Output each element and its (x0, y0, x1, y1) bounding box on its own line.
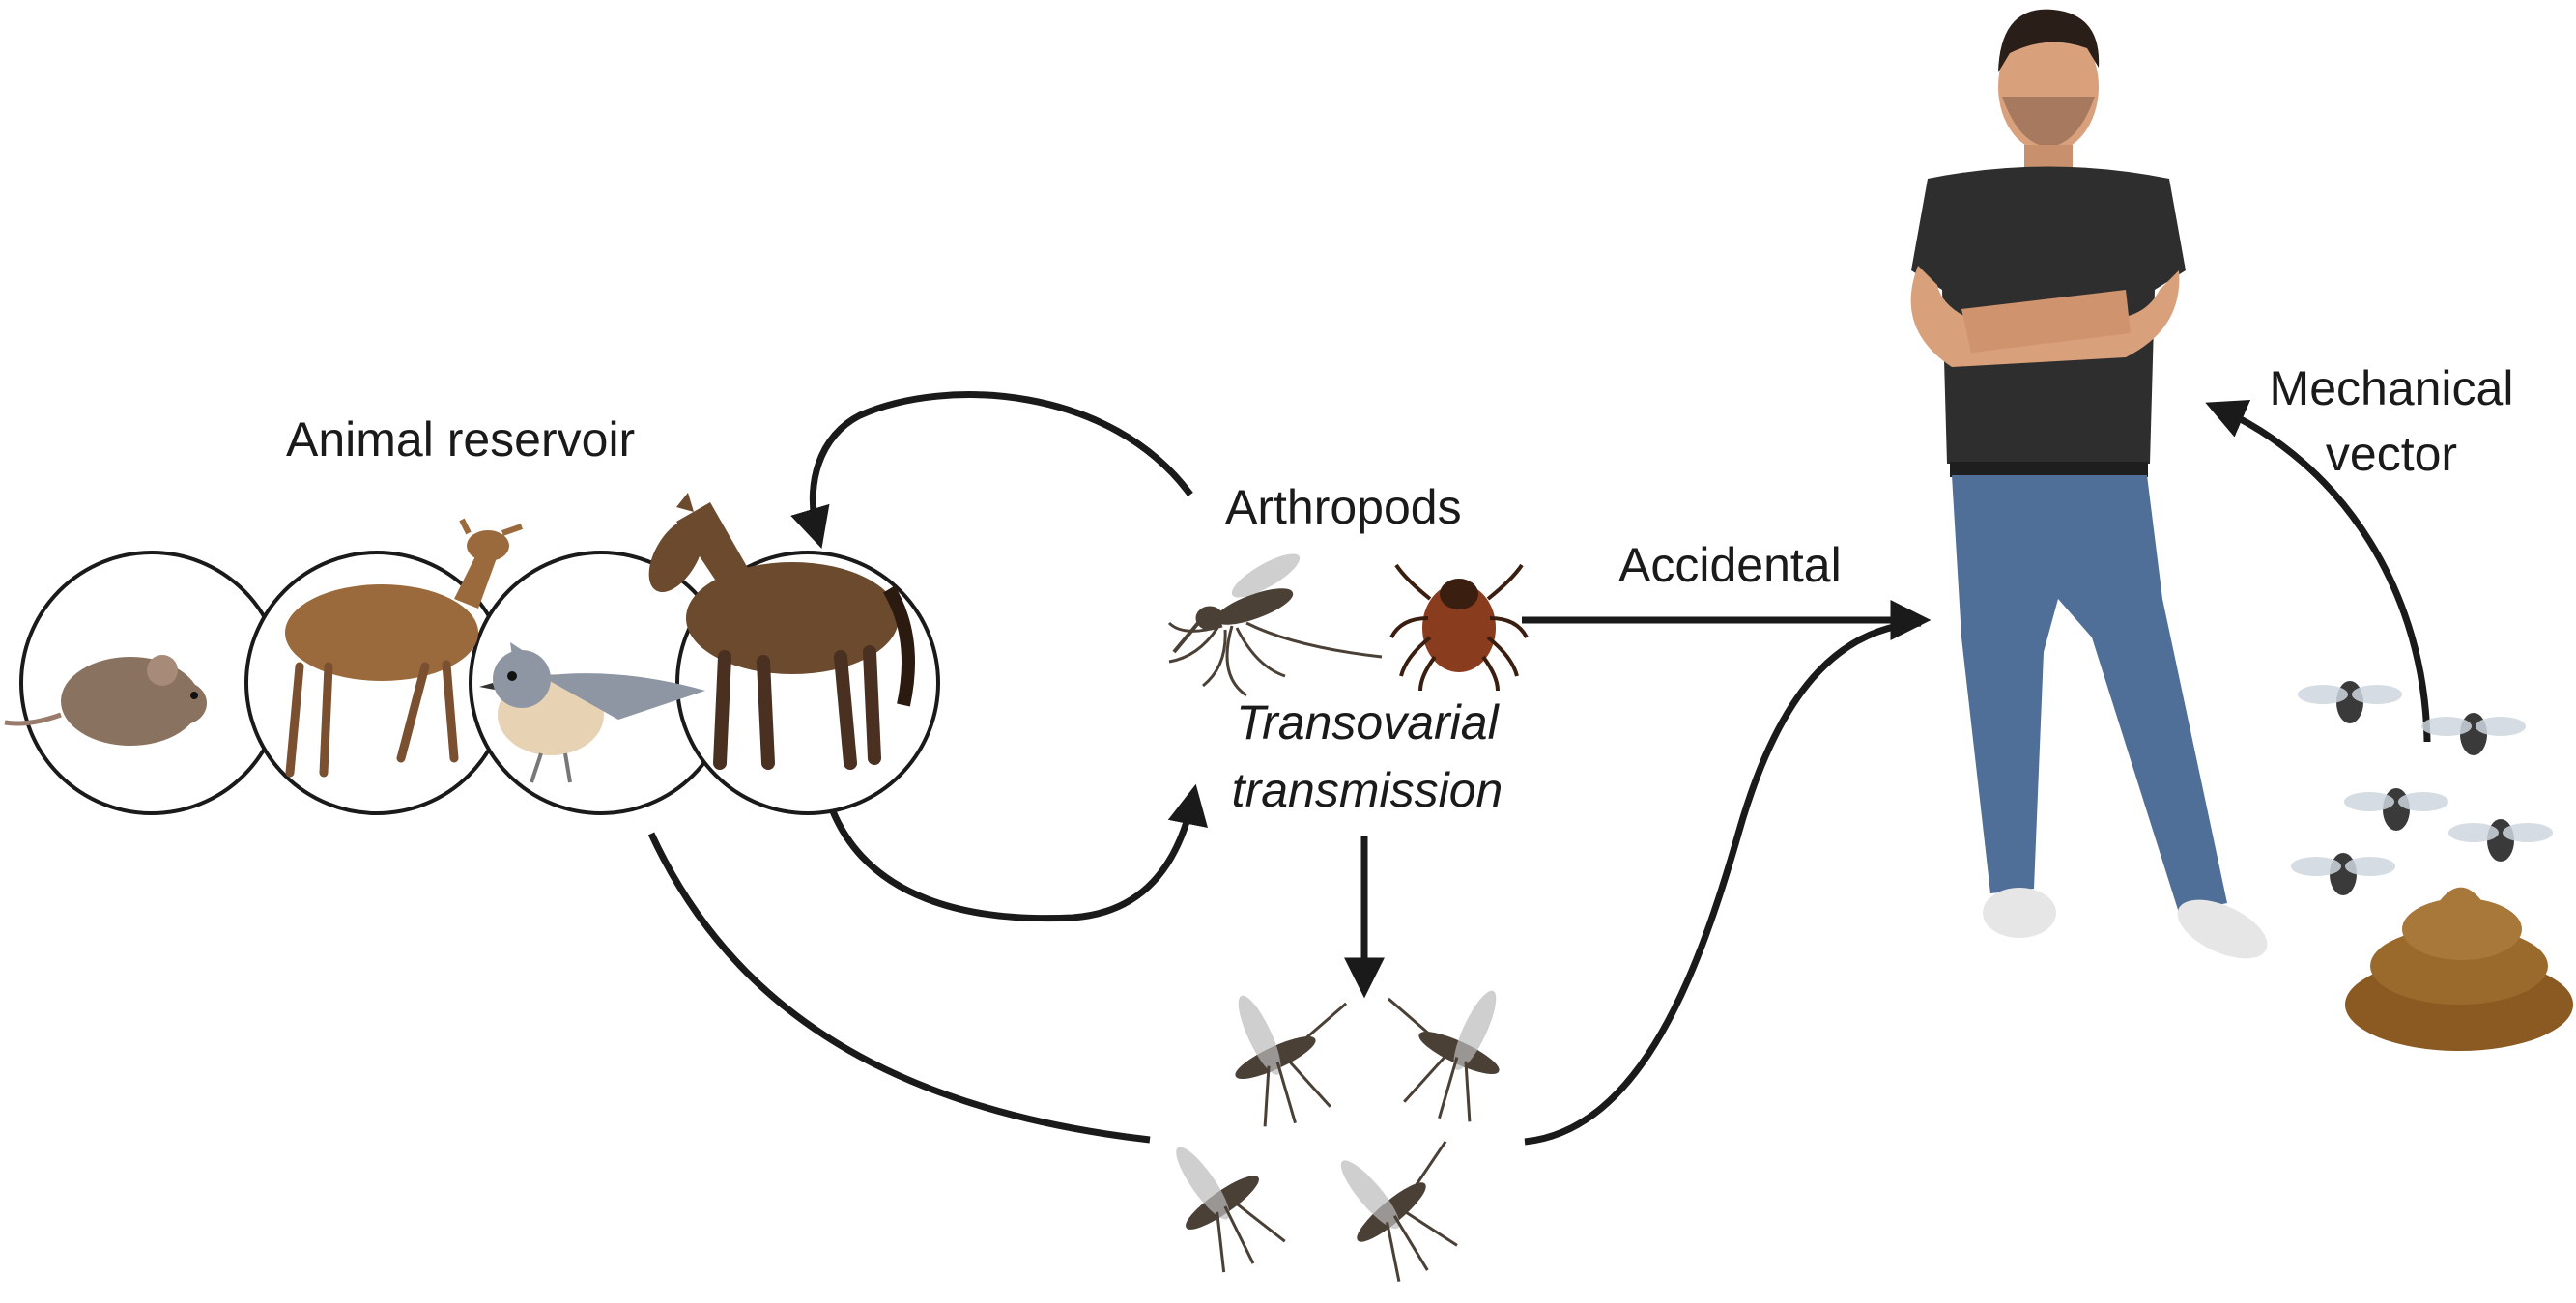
label-accidental: Accidental (1618, 538, 1842, 592)
arrow-mosquitoes-to-human (1524, 619, 1922, 1146)
fly-icon (2344, 788, 2448, 831)
label-animal-reservoir: Animal reservoir (286, 412, 636, 467)
bird-icon (479, 642, 705, 783)
mosquito-icon (1235, 995, 1348, 1127)
label-mechanical-line1: Mechanical (2269, 361, 2514, 415)
arrow-reservoir-to-arthropods (829, 783, 1208, 922)
horse-icon (648, 493, 915, 770)
mosquito-icon (1387, 990, 1500, 1122)
label-transovarial-line1: Transovarial (1236, 695, 1499, 750)
mosquito-cluster (1176, 990, 1500, 1282)
mouse-icon (4, 655, 207, 746)
arrow-reservoir-to-mosquitoes (647, 832, 1151, 1144)
tick-icon (1389, 563, 1529, 692)
label-arthropods: Arthropods (1225, 480, 1462, 534)
human-figure (1910, 9, 2268, 959)
fly-icon (2298, 681, 2402, 723)
mosquito-icon (1340, 1140, 1458, 1282)
label-transovarial-line2: transmission (1231, 763, 1503, 817)
mosquito-icon (1167, 553, 1383, 697)
fly-icon (2448, 819, 2553, 862)
feces-icon (2345, 887, 2573, 1051)
label-mechanical-line2: vector (2325, 427, 2458, 481)
deer-icon (285, 518, 523, 778)
fly-icon (2291, 853, 2395, 895)
mosquito-icon (1176, 1147, 1286, 1273)
fly-icon (2421, 713, 2526, 755)
arrow-mechanical-vector (2205, 399, 2431, 743)
fly-swarm (2291, 681, 2553, 895)
arrow-arthropods-to-reservoir (790, 391, 1193, 550)
